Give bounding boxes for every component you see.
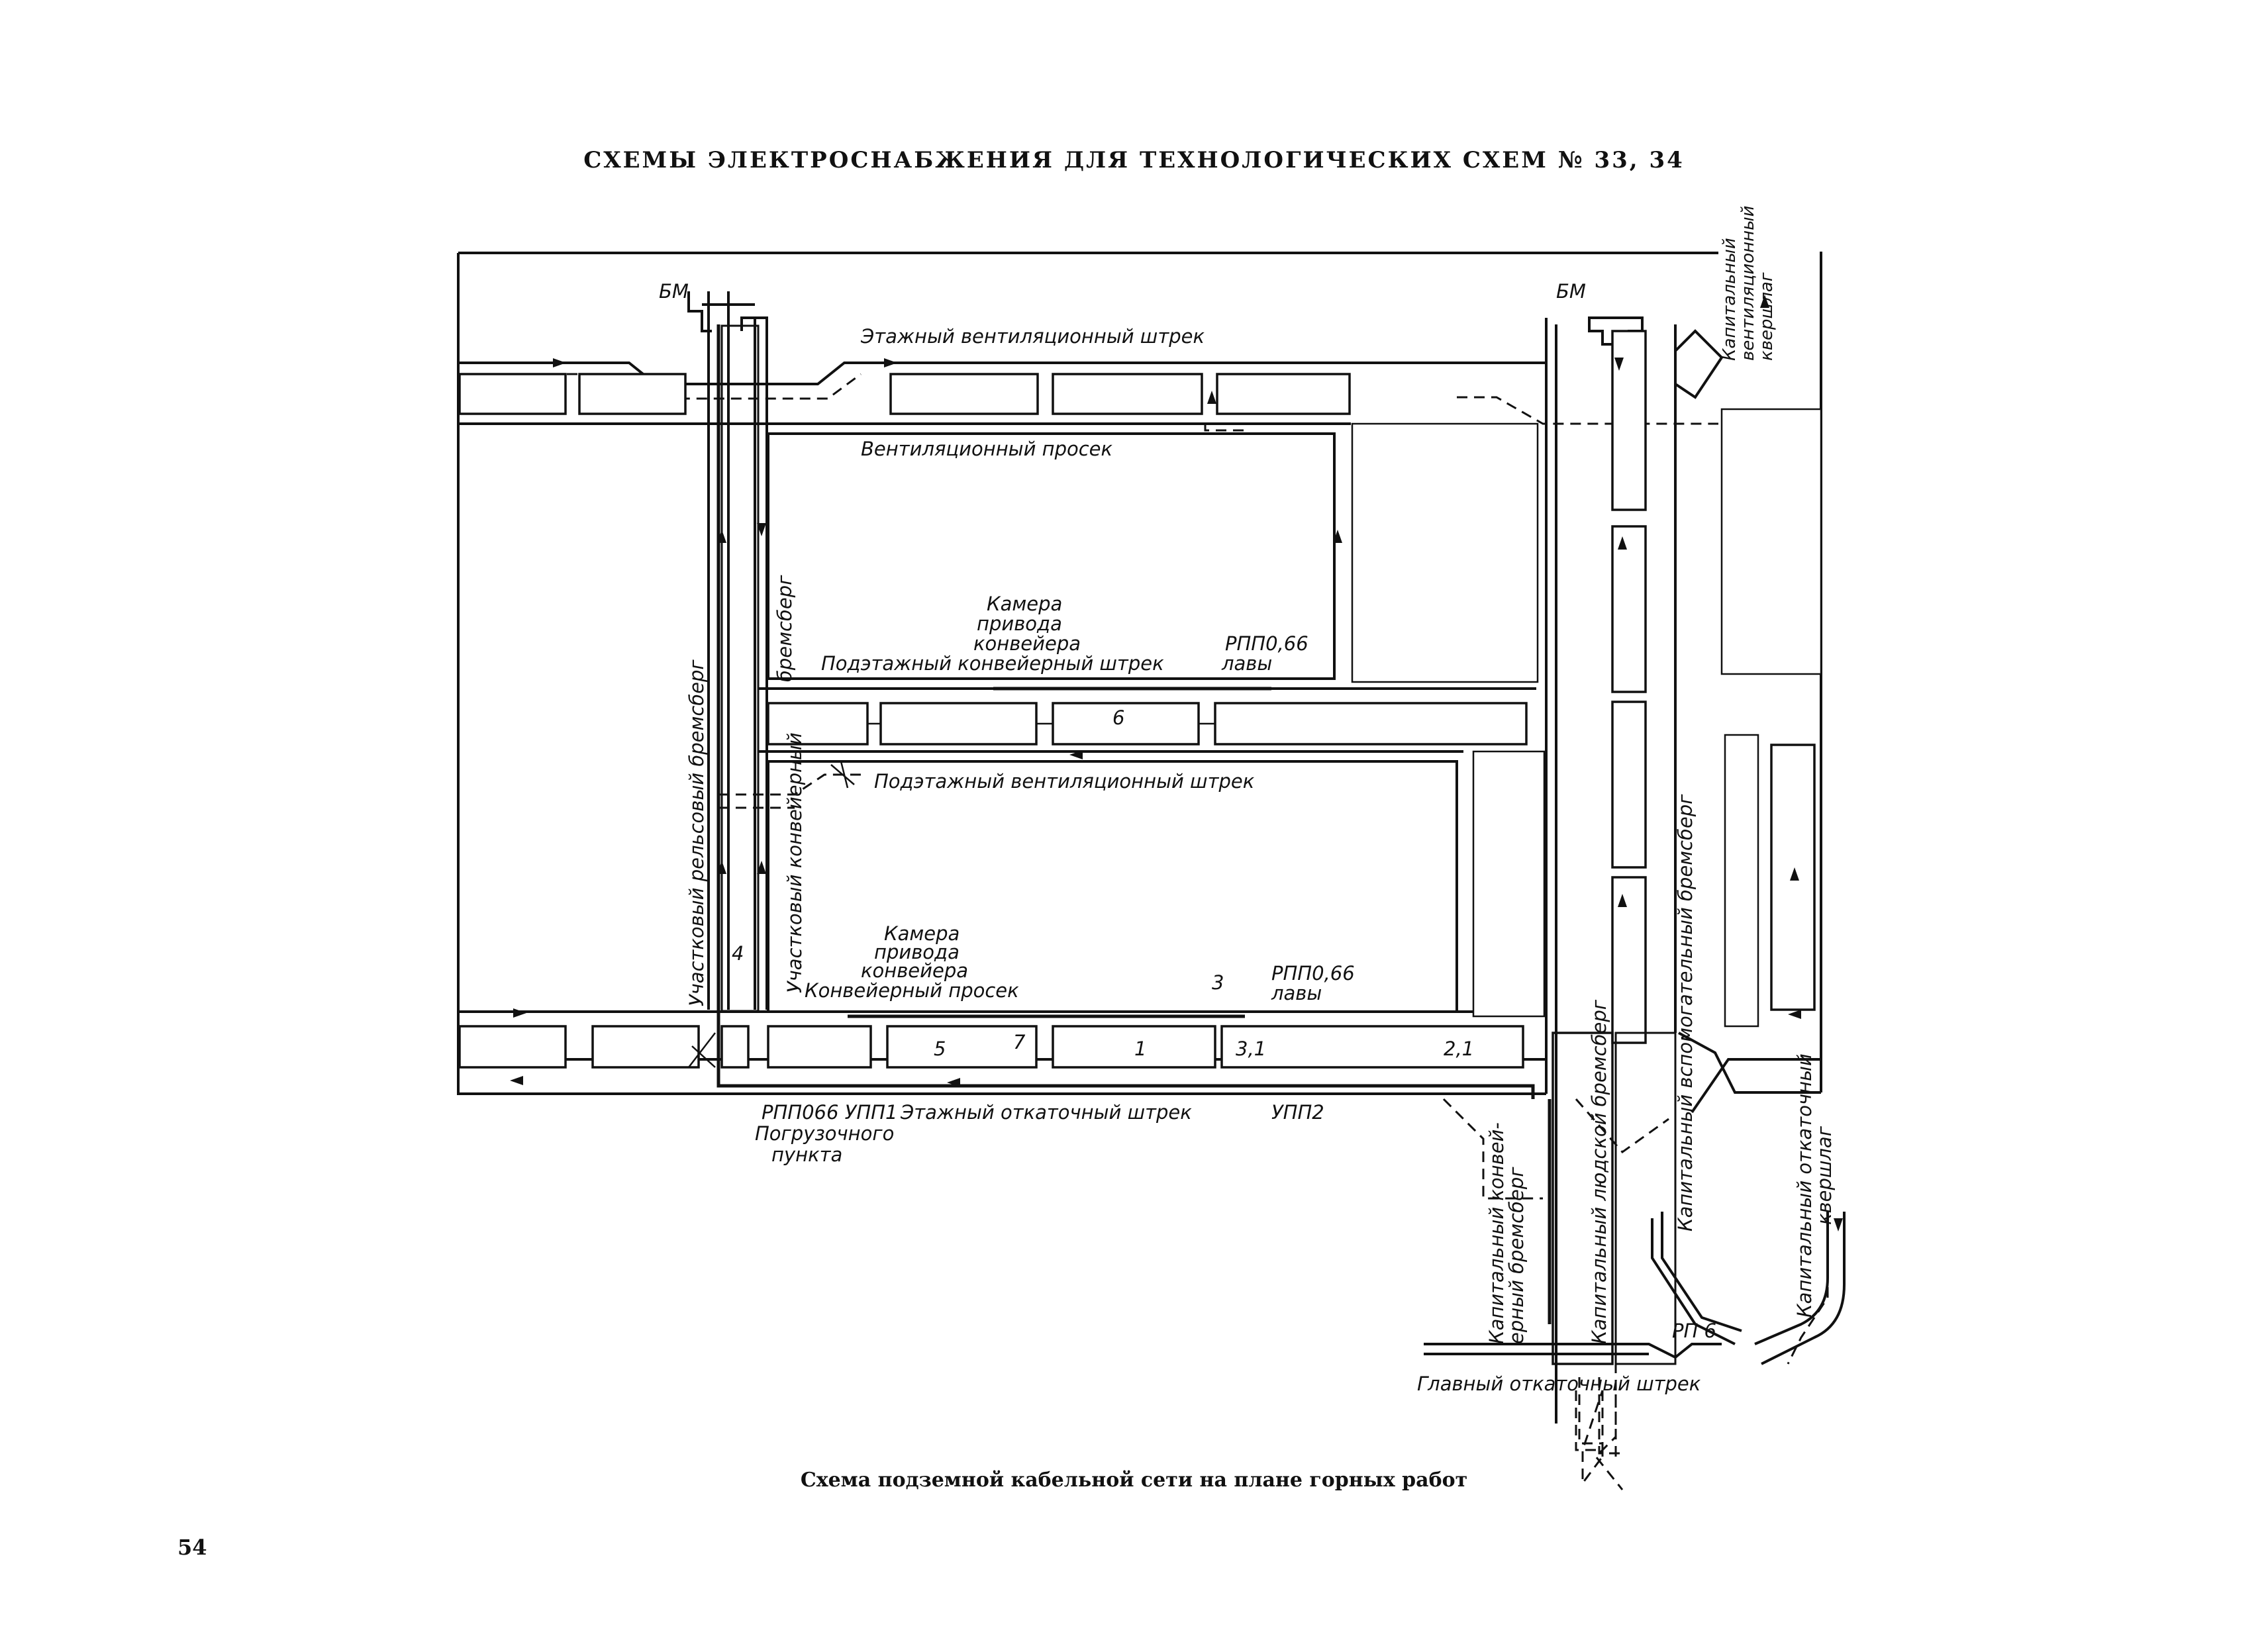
label-num-7: 7 bbox=[1013, 1031, 1026, 1053]
capital-bremsbergs bbox=[1545, 316, 1724, 1424]
label-num-5: 5 bbox=[934, 1038, 946, 1060]
label-bm-left: БМ bbox=[659, 280, 689, 303]
label-kapit-vent-2: вентиляционный bbox=[1738, 205, 1758, 361]
label-kamera-2b: привода bbox=[874, 941, 960, 963]
main-haulage-drift bbox=[1424, 1212, 1846, 1457]
label-num-1: 1 bbox=[1134, 1038, 1146, 1060]
label-kapit-vent-1: Капитальный bbox=[1720, 238, 1740, 361]
cable-network bbox=[716, 324, 1552, 1324]
label-upp2: УПП2 bbox=[1271, 1101, 1324, 1124]
page-title: СХЕМЫ ЭЛЕКТРОСНАБЖЕНИЯ ДЛЯ ТЕХНОЛОГИЧЕСК… bbox=[583, 147, 1685, 173]
vent-drift-conveyors bbox=[458, 373, 1351, 415]
label-kapit-vspom-bremsberg: Капитальный вспомогательный бремсберг bbox=[1674, 794, 1697, 1232]
label-kapit-konv-2: ерный бремсберг bbox=[1505, 1167, 1528, 1344]
middle-drift bbox=[758, 687, 1536, 753]
label-bm-right: БМ bbox=[1556, 280, 1586, 303]
label-num-2-1: 2,1 bbox=[1444, 1038, 1474, 1060]
label-rpp-lavy-2a: РПП0,66 bbox=[1271, 962, 1355, 985]
label-kamera-2c: конвейера bbox=[861, 959, 968, 982]
label-num-3: 3 bbox=[1212, 971, 1224, 994]
label-num-4: 4 bbox=[732, 942, 744, 965]
label-rpp066-upp1: РПП066 УПП1 bbox=[762, 1101, 897, 1124]
label-kapit-vent-3: квершлаг bbox=[1757, 272, 1777, 361]
left-bremsbergs bbox=[687, 291, 768, 1012]
label-podetazh-konv-shtrek: Подэтажный конвейерный штрек bbox=[821, 652, 1164, 675]
label-rpp-lavy-1b: лавы bbox=[1221, 652, 1272, 675]
label-kapit-otkat-1: Капитальный откаточный bbox=[1793, 1053, 1816, 1318]
label-kamera-1b: привода bbox=[977, 612, 1062, 635]
label-kapit-ludskoy-bremsberg: Капитальный людской бремсберг bbox=[1588, 999, 1610, 1344]
page-number: 54 bbox=[177, 1535, 207, 1560]
figure-caption: Схема подземной кабельной сети на плане … bbox=[800, 1469, 1468, 1492]
label-uchastk-konveyer: Участковый конвейерный bbox=[783, 732, 806, 993]
label-rpp-lavy-1a: РПП0,66 bbox=[1225, 632, 1308, 655]
label-kamera-1a: Камера bbox=[987, 593, 1062, 615]
label-etazh-otkat-shtrek: Этажный откаточный штрек bbox=[900, 1101, 1192, 1124]
label-kapit-konv-1: Капитальный конвей- bbox=[1485, 1122, 1508, 1344]
label-glavn-otkat-shtrek: Главный откаточный штрек bbox=[1417, 1373, 1701, 1395]
label-num-3-1: 3,1 bbox=[1236, 1038, 1266, 1060]
haulage-drift-conveyors bbox=[458, 1025, 1524, 1069]
label-kamera-2a: Камера bbox=[884, 922, 960, 945]
label-kapit-otkat-2: квершлаг bbox=[1813, 1126, 1836, 1225]
rock-pillars-right bbox=[1678, 408, 1822, 1114]
flow-arrows bbox=[510, 295, 1843, 1232]
label-rp6: РП 6 bbox=[1672, 1320, 1716, 1342]
label-num-6: 6 bbox=[1112, 706, 1124, 729]
label-konv-prosek: Конвейерный просек bbox=[805, 979, 1019, 1002]
upper-panel bbox=[767, 422, 1539, 683]
label-uchastk-rels-bremsberg: Участковый рельсовый бремсберг bbox=[685, 659, 708, 1006]
diagram-labels: БМ БМ Этажный вентиляционный штрек Венти… bbox=[659, 205, 1836, 1395]
label-rpp-lavy-2b: лавы bbox=[1271, 982, 1322, 1004]
label-pogruz-1: Погрузочного bbox=[755, 1122, 894, 1145]
label-pogruz-2: пункта bbox=[771, 1143, 842, 1166]
label-vent-prosek: Вентиляционный просек bbox=[861, 438, 1113, 460]
label-kamera-1c: конвейера bbox=[973, 632, 1081, 655]
label-bremsberg: бремсберг bbox=[773, 575, 796, 682]
label-etazh-vent-shtrek: Этажный вентиляционный штрек bbox=[860, 325, 1205, 348]
label-podetazh-vent-shtrek: Подэтажный вентиляционный штрек bbox=[874, 770, 1255, 793]
